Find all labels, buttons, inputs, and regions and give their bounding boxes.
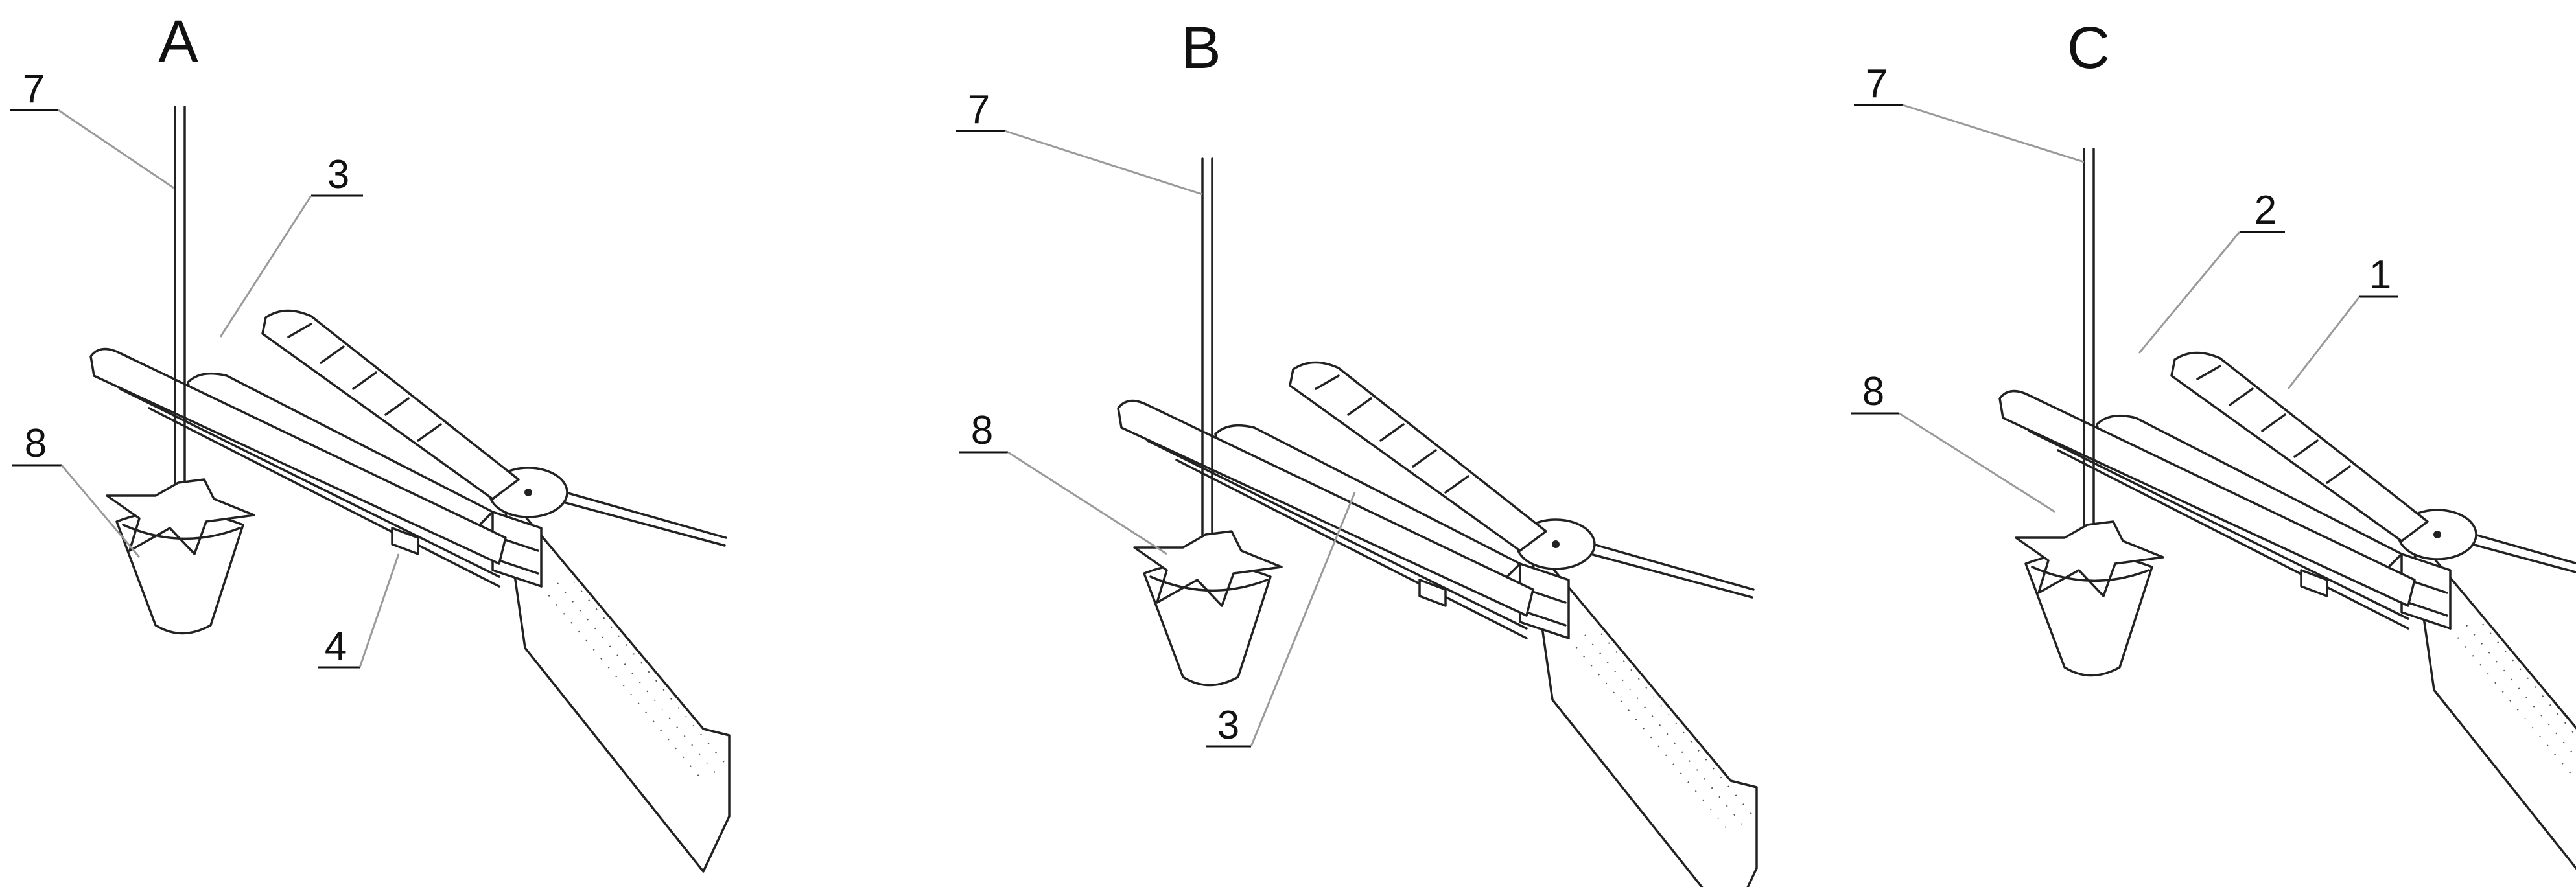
callout-number: 3 (327, 152, 349, 197)
panel-label-a: A (158, 8, 198, 75)
callout-c-1: 1 (2287, 253, 2398, 389)
panel-label-b: B (1181, 15, 1221, 81)
callout-number: 7 (1866, 62, 1888, 106)
harvester-drawing-a (89, 106, 731, 873)
callout-number: 4 (325, 624, 347, 669)
callout-number: 1 (2369, 253, 2391, 297)
callout-number: 3 (1217, 703, 1239, 748)
callout-b-8: 8 (959, 408, 1167, 555)
panel-b-labels: B 7 8 3 (956, 15, 1356, 748)
panel-b (1117, 157, 1758, 887)
callout-c-8: 8 (1851, 369, 2055, 513)
callout-b-3: 3 (1206, 492, 1356, 748)
callout-a-3: 3 (219, 152, 363, 338)
callout-a-8: 8 (12, 421, 141, 558)
callout-number: 8 (971, 408, 993, 453)
callout-b-7: 7 (956, 87, 1203, 196)
harvester-drawing-c (1998, 148, 2576, 887)
callout-c-2: 2 (2138, 188, 2285, 354)
harvester-drawing-b (1117, 157, 1758, 887)
panel-c (1998, 148, 2576, 887)
callout-a-4: 4 (318, 553, 400, 669)
callout-c-7: 7 (1854, 62, 2085, 163)
callout-number: 2 (2254, 188, 2277, 233)
callout-number: 7 (968, 87, 990, 132)
callout-number: 8 (1862, 369, 1884, 414)
panel-c-labels: C 7 2 1 8 (1851, 15, 2398, 513)
panel-a: A 7 3 8 4 (10, 8, 731, 873)
callout-number: 8 (25, 421, 47, 466)
callout-number: 7 (23, 67, 45, 111)
panel-label-c: C (2067, 15, 2110, 81)
callout-a-7: 7 (10, 67, 174, 189)
